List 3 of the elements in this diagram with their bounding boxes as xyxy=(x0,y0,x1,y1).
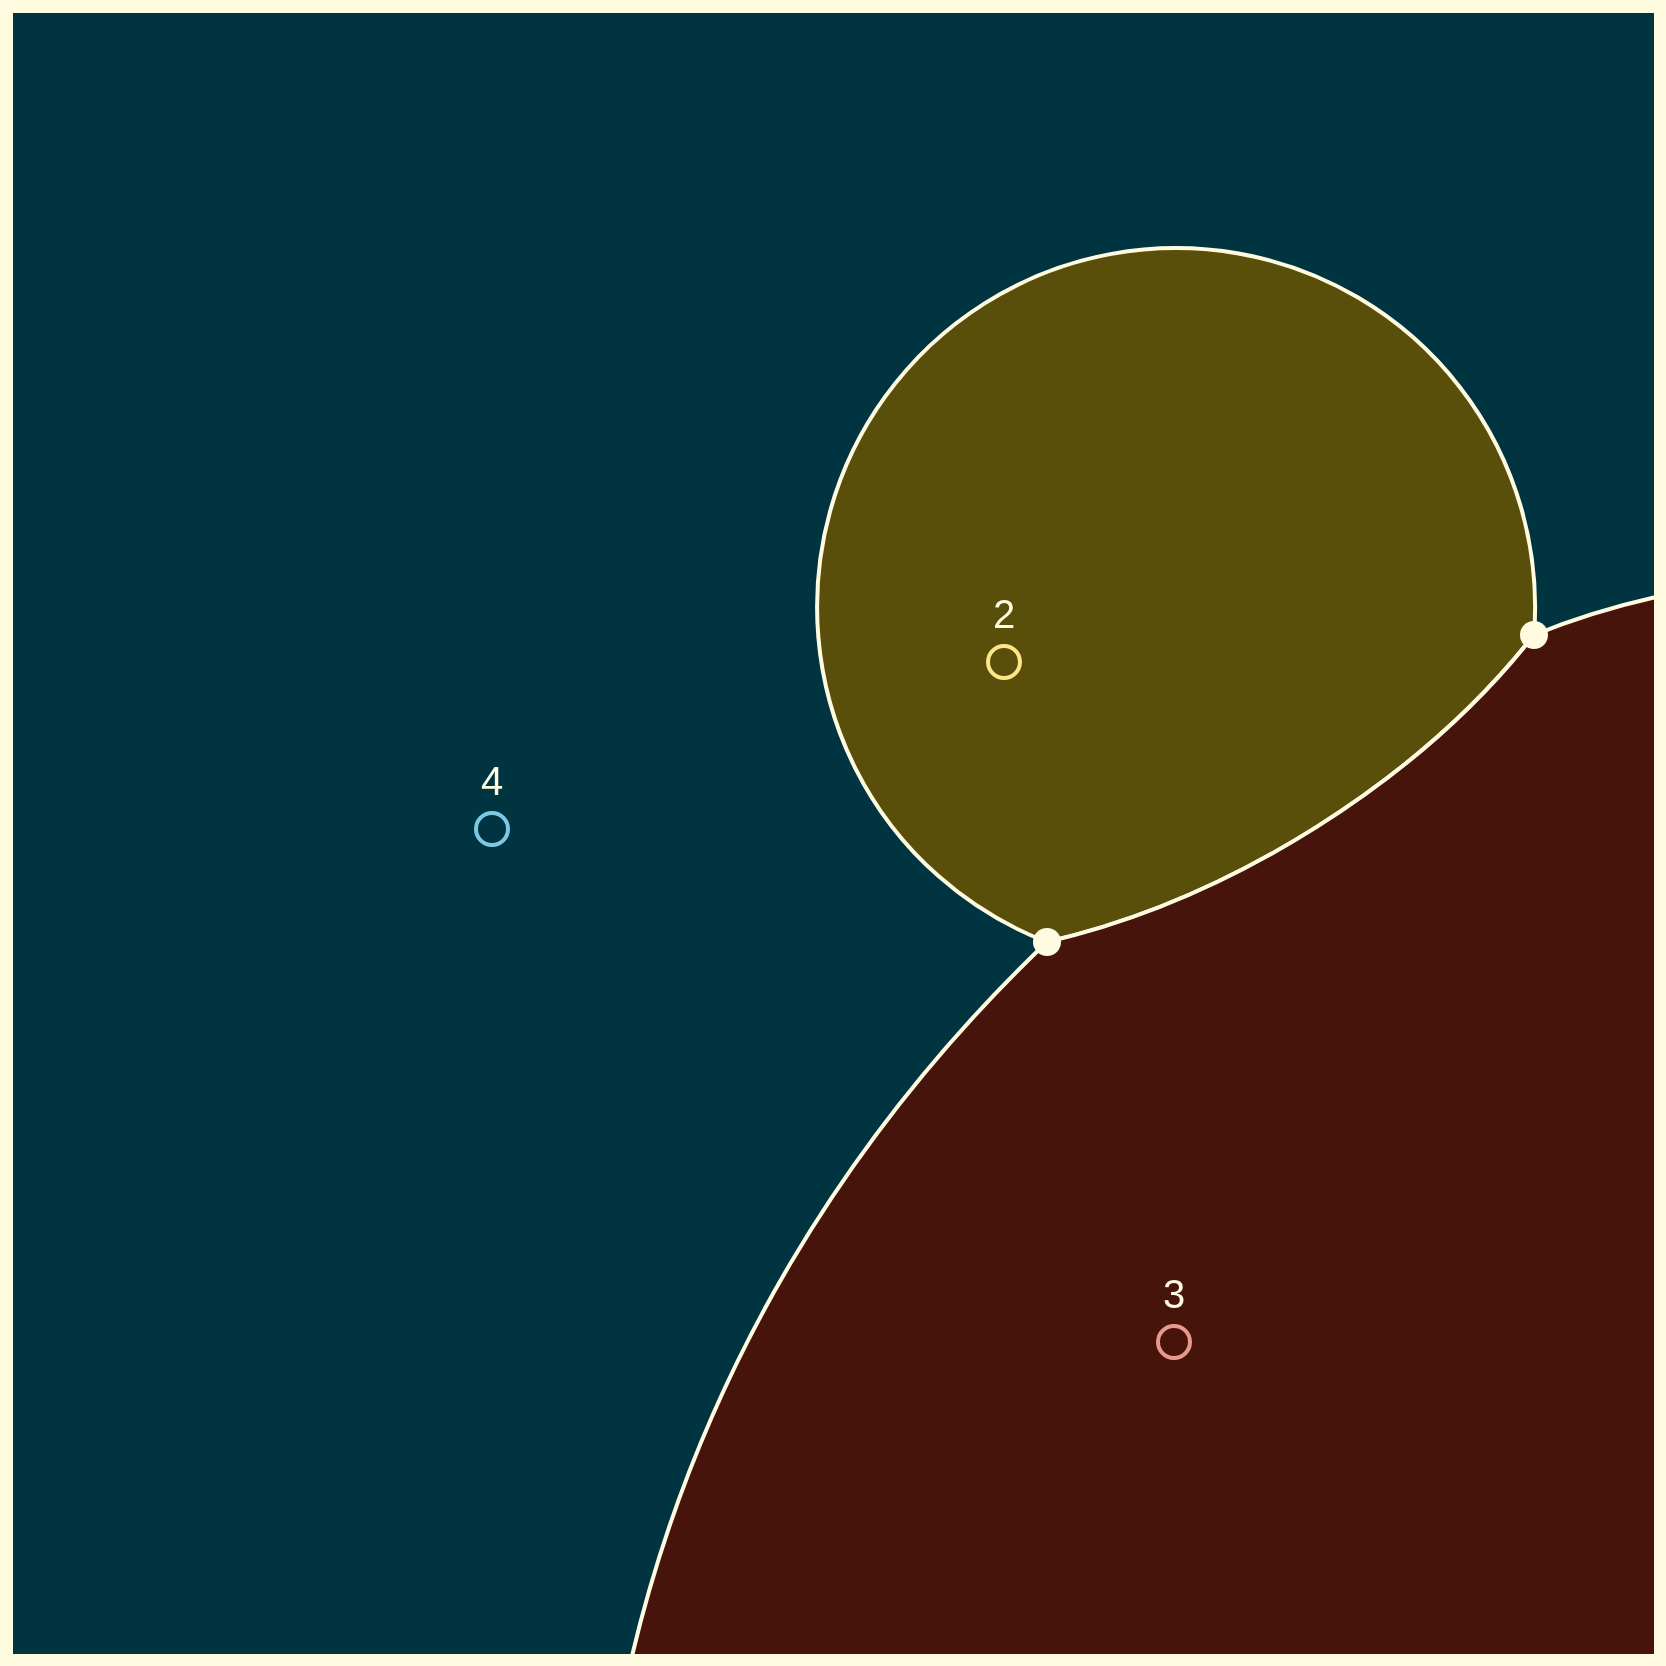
region-number: 4 xyxy=(480,761,504,801)
region-number: 3 xyxy=(1162,1274,1186,1314)
region-number: 2 xyxy=(992,594,1016,634)
